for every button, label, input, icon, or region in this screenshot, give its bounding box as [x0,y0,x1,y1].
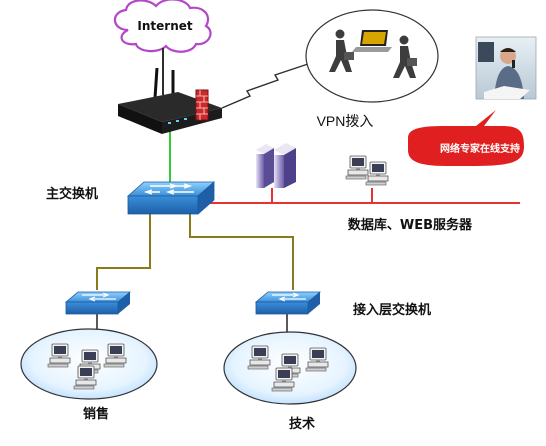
vpn-link [221,63,309,109]
core-switch [126,181,216,215]
access-cable-left [96,214,151,290]
router-ports [168,118,187,124]
server-rack [256,143,296,188]
lan-group-sales [20,328,158,400]
walking-user-icon [329,29,354,72]
group-label-sales: 销售 [83,406,109,422]
internet-cloud: Internet [113,0,212,95]
vpn-users: VPN拨入 [305,9,439,129]
access-cable-right [189,214,294,290]
vpn-label: VPN拨入 [317,113,374,129]
server-cable [205,188,520,204]
internet-label: Internet [137,19,192,33]
web-server-pc [345,155,389,186]
expert-support: 网络专家在线支持 [408,36,537,166]
group-label-tech: 技术 [289,416,315,432]
switch-arrows-icon [143,183,194,195]
links [96,63,520,333]
access-switch-left [64,291,132,315]
support-bubble-text: 网络专家在线支持 [440,142,520,155]
walking-user-icon [393,35,417,78]
laptop-icon [352,30,392,52]
servers-label: 数据库、WEB服务器 [348,217,473,233]
lan-group-tech [223,331,357,405]
core-switch-label: 主交换机 [46,186,98,202]
support-bubble: 网络专家在线支持 [408,110,524,166]
access-switch-right [254,291,322,315]
firewall-icon [195,89,209,121]
support-photo [475,36,537,100]
access-switch-label: 接入层交换机 [353,302,431,318]
